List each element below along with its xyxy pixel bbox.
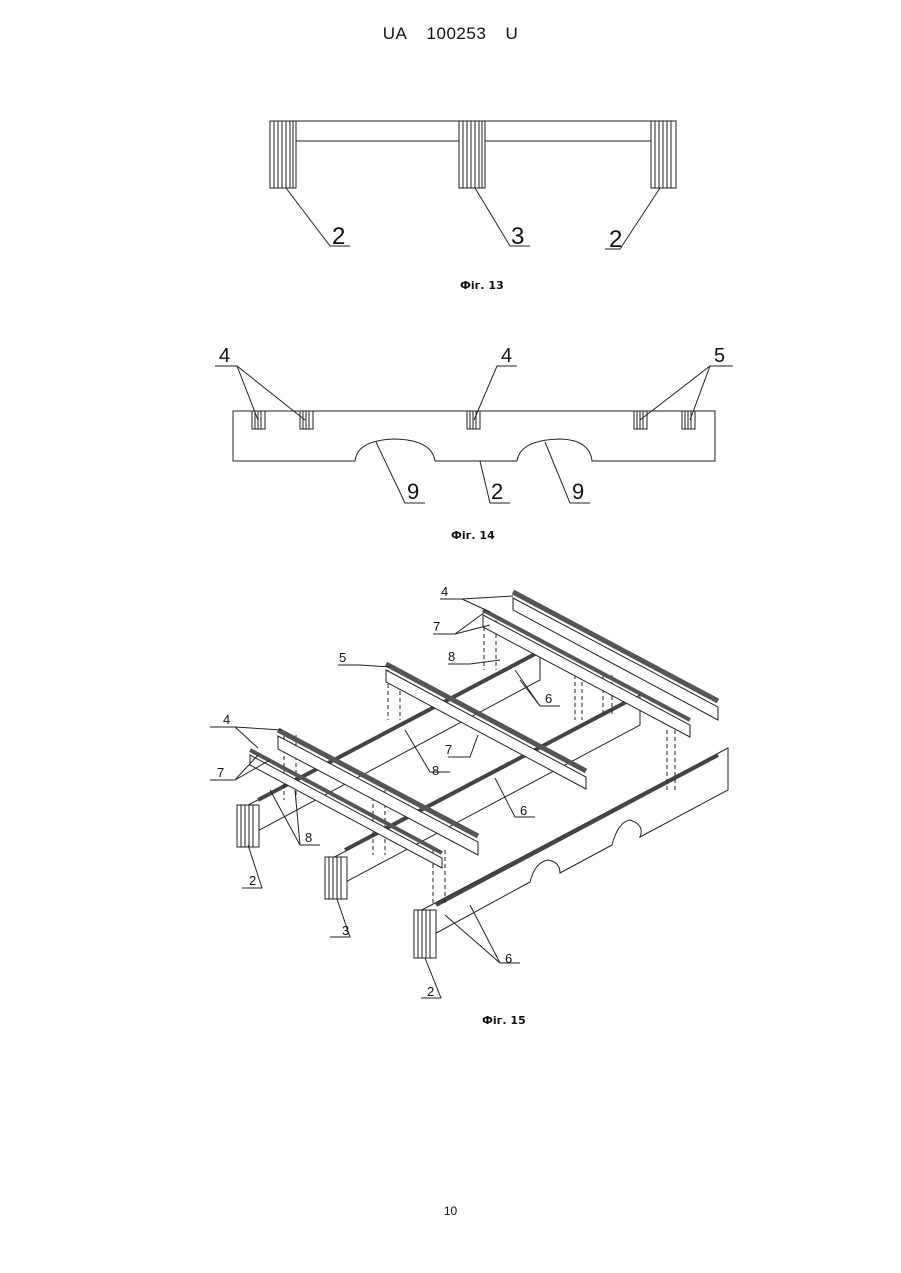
fig15-label-6c: 6 xyxy=(505,951,512,966)
fig14-label-9b: 9 xyxy=(572,479,584,504)
fig15-label-5: 5 xyxy=(339,650,346,665)
fig14-label-5: 5 xyxy=(714,345,725,367)
fig15-label-7b: 7 xyxy=(445,742,452,757)
fig15-label-4b: 4 xyxy=(223,712,230,727)
fig13-label-2a: 2 xyxy=(332,223,345,250)
fig15-label-8b: 8 xyxy=(432,763,439,778)
fig15-label-6b: 6 xyxy=(520,803,527,818)
fig13-caption: Фіг. 13 xyxy=(460,279,504,292)
page-number: 10 xyxy=(0,1204,901,1218)
fig15-label-7c: 7 xyxy=(217,765,224,780)
fig14-label-4b: 4 xyxy=(501,345,512,367)
fig14-label-9a: 9 xyxy=(407,479,419,504)
fig15-assembly xyxy=(210,592,728,998)
fig14-label-4a: 4 xyxy=(219,345,230,367)
fig13-left-block xyxy=(270,121,296,188)
fig15-caption: Фіг. 15 xyxy=(482,1014,526,1027)
fig15-label-4a: 4 xyxy=(441,584,448,599)
fig13-center-block xyxy=(459,121,485,188)
fig13-label-3: 3 xyxy=(511,223,524,250)
fig15-label-6a: 6 xyxy=(545,691,552,706)
fig13-right-block xyxy=(651,121,676,188)
fig15-label-8c: 8 xyxy=(305,830,312,845)
fig14-board xyxy=(215,366,733,503)
fig13-label-2b: 2 xyxy=(609,226,622,253)
fig15-label-2b: 2 xyxy=(427,984,434,999)
fig15-label-8a: 8 xyxy=(448,649,455,664)
fig14-label-2: 2 xyxy=(491,479,503,504)
fig15-label-7a: 7 xyxy=(433,619,440,634)
fig14-caption: Фіг. 14 xyxy=(451,529,495,542)
fig15-label-3: 3 xyxy=(342,923,349,938)
fig15-label-2a: 2 xyxy=(249,873,256,888)
